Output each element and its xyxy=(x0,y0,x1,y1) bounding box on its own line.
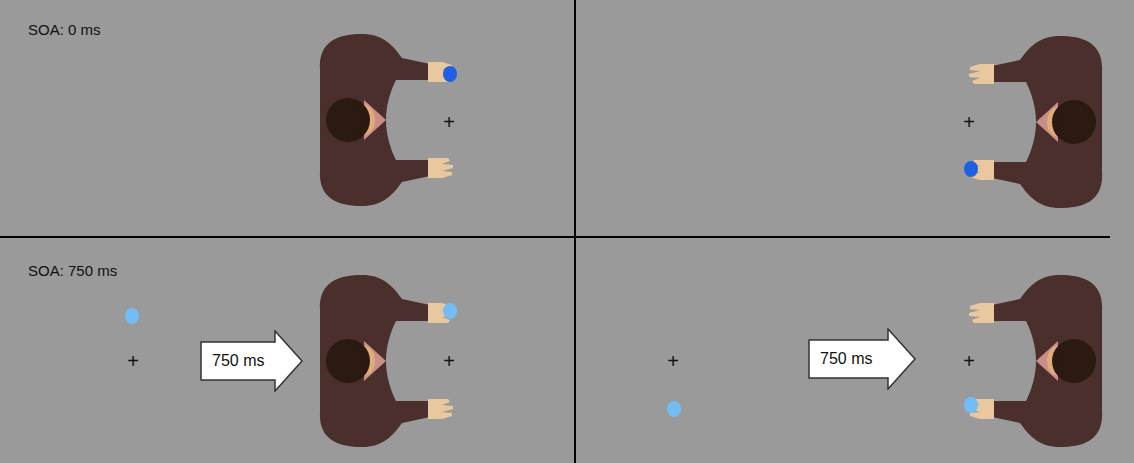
time-arrow: 750 ms xyxy=(200,330,303,392)
fixation-cross: + xyxy=(963,112,975,132)
fixation-cross: + xyxy=(443,112,455,132)
arrow-label: 750 ms xyxy=(200,342,264,380)
time-arrow: 750 ms xyxy=(808,328,916,390)
fixation-cross: + xyxy=(127,351,139,371)
fixation-cross: + xyxy=(667,351,679,371)
fixation-cross: + xyxy=(963,351,975,371)
arrow-label: 750 ms xyxy=(808,340,872,378)
fixation-cross: + xyxy=(443,351,455,371)
condition-label: SOA: 750 ms xyxy=(28,263,117,278)
condition-label: SOA: 0 ms xyxy=(28,22,101,37)
